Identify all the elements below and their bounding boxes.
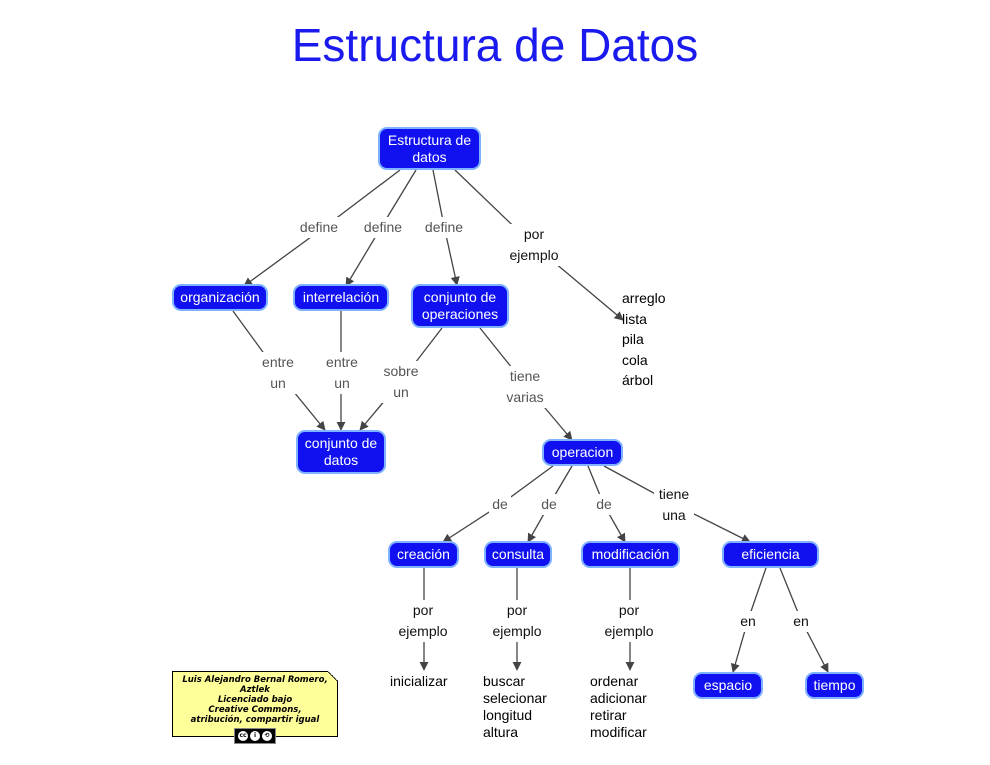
node-modificacion[interactable]: modificación: [581, 541, 680, 568]
node-consulta[interactable]: consulta: [484, 541, 552, 568]
node-organizacion[interactable]: organización: [172, 284, 268, 311]
link-label-de-creacion: de: [489, 494, 511, 515]
license-line-2: Licenciado bajo: [217, 695, 293, 705]
link-label-en-espacio: en: [736, 611, 760, 632]
link-label-entre-un-organizacion: entre un: [258, 352, 298, 394]
license-author: Luis Alejandro Bernal Romero, Aztlek: [182, 675, 328, 695]
license-note: Luis Alejandro Bernal Romero, Aztlek Lic…: [172, 671, 338, 744]
share-alike-icon: ⟲: [262, 731, 272, 741]
node-creacion[interactable]: creación: [388, 541, 459, 568]
attribution-icon: i: [250, 731, 260, 741]
cc-by-sa-badge-icon[interactable]: cc i ⟲: [234, 728, 276, 744]
node-operacion[interactable]: operacion: [542, 439, 623, 466]
link-label-define-organizacion: define: [296, 217, 342, 238]
link-label-por-ejemplo-modificacion: por ejemplo: [598, 600, 660, 642]
node-eficiencia[interactable]: eficiencia: [722, 541, 819, 568]
node-estructura-de-datos[interactable]: Estructura de datos: [378, 127, 481, 170]
examples-modificacion: ordenar adicionar retirar modificar: [590, 673, 647, 740]
license-line-3: Creative Commons,: [208, 705, 302, 715]
link-label-de-consulta: de: [538, 494, 560, 515]
link-label-en-tiempo: en: [789, 611, 813, 632]
link-label-por-ejemplo-consulta: por ejemplo: [486, 600, 548, 642]
link-label-define-interrelacion: define: [360, 217, 406, 238]
link-label-de-modificacion: de: [593, 494, 615, 515]
license-line-4: atribución, compartir igual: [190, 715, 320, 725]
node-conjunto-de-datos[interactable]: conjunto de datos: [296, 430, 386, 474]
link-label-define-operaciones: define: [421, 217, 467, 238]
link-label-entre-un-interrelacion: entre un: [322, 352, 362, 394]
cc-icon: cc: [238, 731, 248, 741]
example-creacion: inicializar: [390, 673, 448, 689]
node-espacio[interactable]: espacio: [693, 672, 763, 699]
node-tiempo[interactable]: tiempo: [805, 672, 864, 699]
link-label-tiene-varias: tiene varias: [502, 366, 548, 408]
link-label-sobre-un: sobre un: [380, 361, 422, 403]
node-conjunto-de-operaciones[interactable]: conjunto de operaciones: [411, 284, 509, 328]
link-label-por-ejemplo-creacion: por ejemplo: [392, 600, 454, 642]
link-label-tiene-una: tiene una: [654, 484, 694, 526]
node-interrelacion[interactable]: interrelación: [293, 284, 389, 311]
examples-consulta: buscar selecionar longitud altura: [483, 673, 547, 740]
link-label-por-ejemplo-estructuras: por ejemplo: [503, 224, 565, 266]
map-title: Estructura de Datos: [291, 19, 699, 71]
examples-data-structures: arreglo lista pila cola árbol: [622, 290, 666, 388]
